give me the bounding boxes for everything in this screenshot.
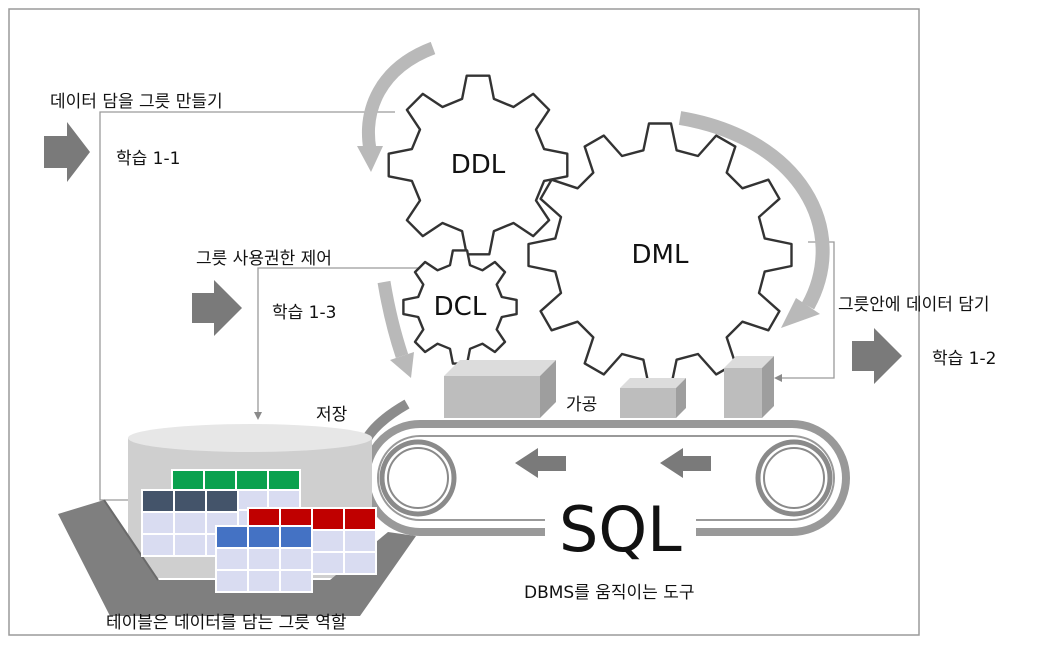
ddl-gear (387, 74, 569, 256)
table-cell (279, 547, 313, 571)
ddl-label: DDL (450, 150, 506, 180)
table-cell (311, 529, 345, 553)
table-cell (215, 547, 249, 571)
connector-arrowhead-dml (774, 374, 782, 382)
belt-roller-left (379, 439, 457, 517)
table-cell (173, 511, 207, 535)
table-cell (173, 533, 207, 557)
curved-arrow-icon (390, 352, 414, 378)
curved-arrow-icon (362, 41, 436, 152)
conveyor-belt (362, 420, 850, 536)
table-cell (215, 569, 249, 593)
arrow-right-icon (852, 328, 902, 384)
table-cell (311, 551, 345, 575)
table-cell (247, 569, 281, 593)
table-header-cell (141, 489, 175, 513)
dcl-label: DCL (433, 292, 487, 322)
box-large (444, 360, 556, 418)
data-grids (141, 469, 377, 593)
arrow-right-icon (192, 280, 242, 336)
table-header-cell (171, 469, 205, 491)
table-header-cell (267, 469, 301, 491)
arrow-left-icon (660, 448, 711, 478)
sql-description-label: DBMS를 움직이는 도구 (524, 583, 695, 603)
table-cell (141, 511, 175, 535)
rotation-arrows (352, 41, 830, 462)
put-data-label: 그릇안에 데이터 담기 (838, 295, 990, 315)
lesson-1-3-label: 학습 1-3 (272, 303, 337, 323)
belt-roller-right (755, 439, 833, 517)
table-header-cell (235, 469, 269, 491)
lesson-1-1-label: 학습 1-1 (116, 149, 181, 169)
arrow-left-icon (515, 448, 566, 478)
permission-control-label: 그릇 사용권한 제어 (196, 249, 332, 269)
data-table-grid (141, 489, 239, 557)
table-header-cell (215, 525, 249, 549)
curved-arrow-icon (377, 280, 409, 359)
data-table-grid (215, 525, 313, 593)
connector-ddl-to-table (99, 111, 395, 501)
table-header-cell (173, 489, 207, 513)
table-header-cell (247, 525, 281, 549)
box-medium (620, 378, 686, 418)
curved-arrow-icon (357, 146, 383, 172)
table-cell (343, 529, 377, 553)
table-header-cell (205, 489, 239, 513)
sql-label: SQL (545, 497, 696, 563)
table-role-label: 테이블은 데이터를 담는 그릇 역할 (106, 613, 347, 633)
make-container-label: 데이터 담을 그릇 만들기 (50, 92, 223, 112)
table-header-cell (203, 469, 237, 491)
process-label: 가공 (566, 395, 598, 415)
dml-gear (527, 122, 793, 388)
connector-arrowhead-dcl (254, 412, 262, 420)
box-tall (724, 356, 774, 418)
dml-label: DML (631, 240, 689, 270)
diagram-frame (8, 8, 920, 636)
basin-tray (58, 500, 416, 616)
table-cell (279, 569, 313, 593)
table-header-cell (279, 525, 313, 549)
store-label: 저장 (316, 405, 348, 425)
table-header-cell (311, 507, 345, 531)
table-cell (343, 551, 377, 575)
table-cell (247, 547, 281, 571)
connector-dcl-to-table (257, 267, 430, 412)
dcl-gear (402, 249, 518, 365)
table-header-cell (343, 507, 377, 531)
table-cell (141, 533, 175, 557)
lesson-1-2-label: 학습 1-2 (932, 349, 997, 369)
arrow-right-icon (44, 122, 90, 182)
curved-arrow-icon (781, 298, 820, 328)
curved-arrow-icon (678, 111, 830, 310)
